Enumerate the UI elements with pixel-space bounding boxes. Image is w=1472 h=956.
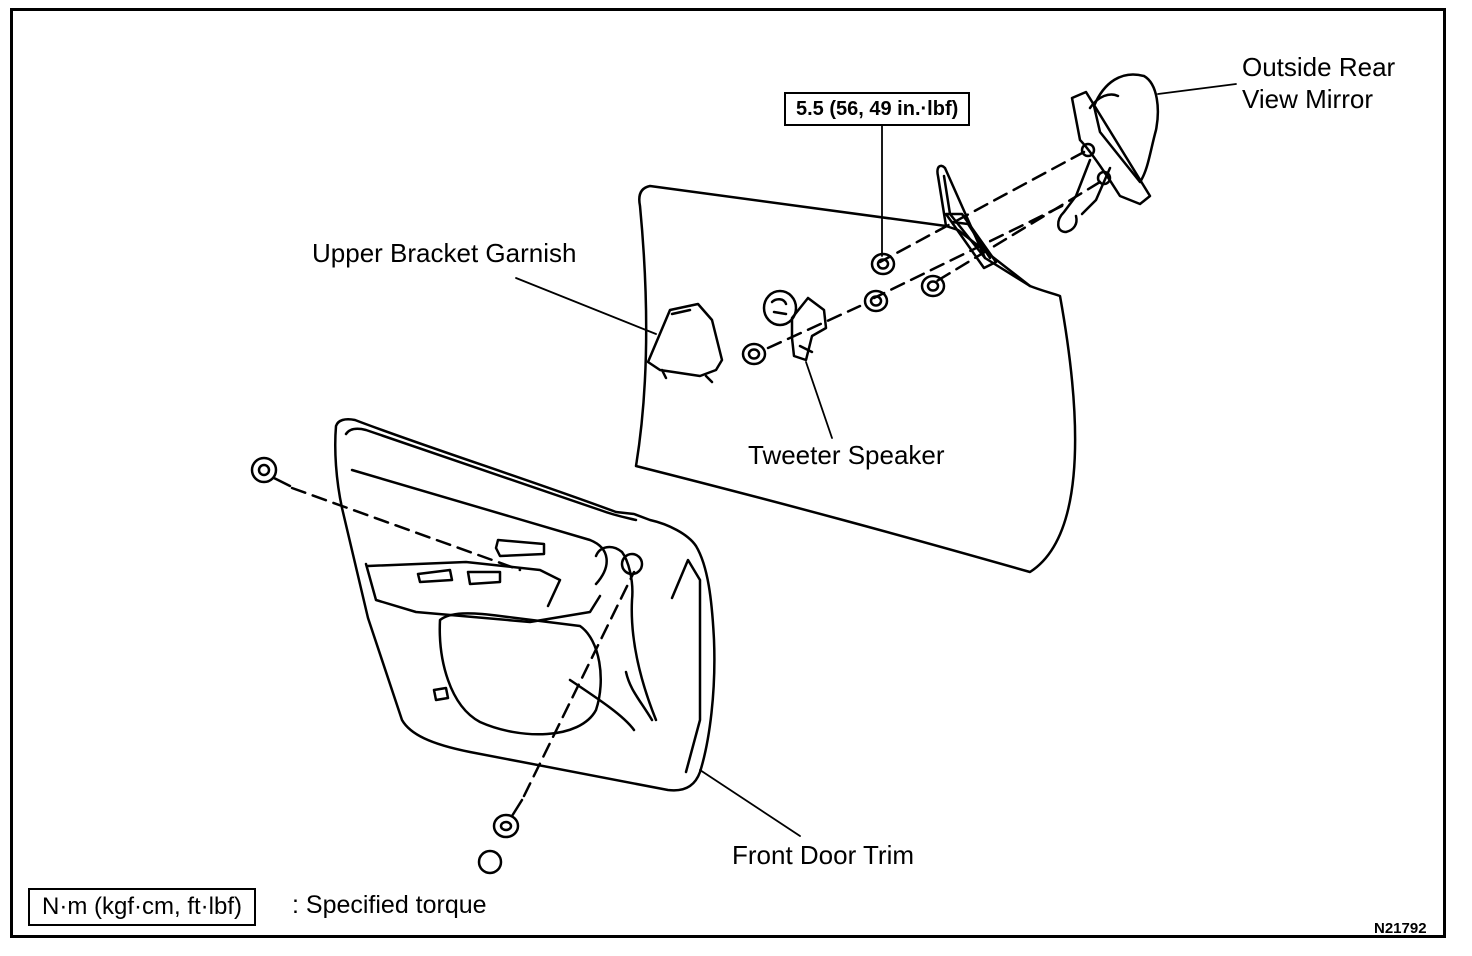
tweeter-nut (741, 342, 767, 366)
nut-middle (863, 289, 889, 313)
tweeter-install-line (766, 304, 862, 350)
leader-upper-bracket (515, 277, 657, 335)
leader-lines (515, 83, 1237, 837)
leader-mirror (1157, 83, 1237, 95)
diagram-frame (10, 8, 1446, 938)
trim-screw-bottom (492, 798, 524, 839)
upper-bracket-garnish (646, 302, 724, 384)
trim-screw-top (250, 456, 292, 488)
leader-door-trim (699, 769, 801, 837)
label-tweeter-speaker: Tweeter Speaker (748, 440, 945, 470)
tweeter-speaker (762, 289, 828, 362)
label-mirror-line1: Outside Rear (1242, 52, 1396, 82)
door-panel (634, 164, 1077, 574)
leader-tweeter (805, 361, 833, 439)
trim-screw-bottom-line (522, 570, 636, 798)
label-front-door-trim: Front Door Trim (732, 840, 915, 870)
trim-clip-washer (477, 849, 503, 875)
legend-torque-box: N·m (kgf·cm, ft·lbf) (28, 888, 256, 926)
nut-right (920, 274, 946, 298)
nut-upper (870, 252, 896, 276)
torque-spec-box: 5.5 (56, 49 in.·lbf) (784, 92, 971, 126)
trim-screw-top-line (290, 486, 522, 572)
mirror-nuts (863, 252, 946, 313)
label-upper-bracket-garnish: Upper Bracket Garnish (312, 238, 577, 268)
figure-code: N21792 (1374, 920, 1427, 937)
legend-text: : Specified torque (292, 891, 487, 919)
mirror-install-lines (872, 150, 1102, 300)
label-mirror-line2: View Mirror (1242, 84, 1373, 114)
front-door-trim (334, 418, 716, 792)
outside-rear-view-mirror (1057, 73, 1160, 234)
